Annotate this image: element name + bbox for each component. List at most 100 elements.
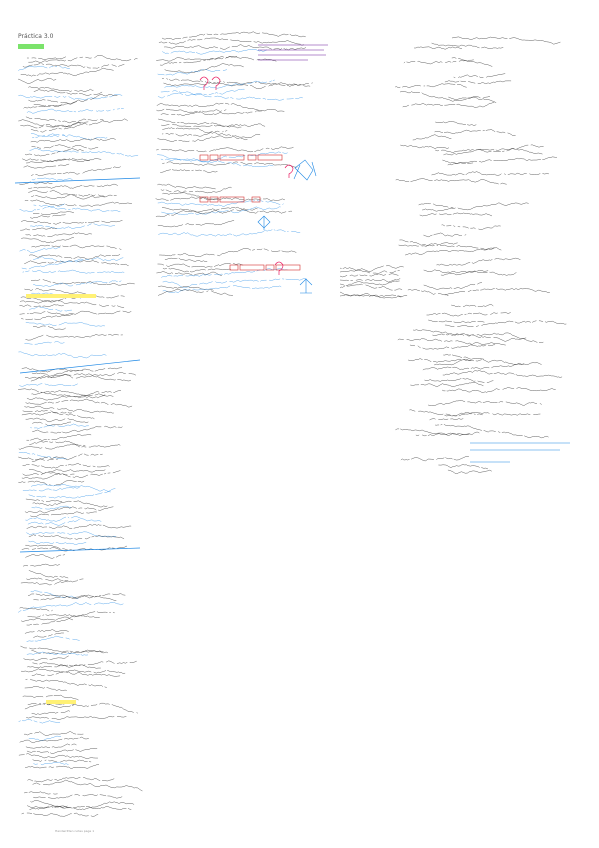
handwritten-line: [24, 373, 131, 382]
handwritten-line: [20, 645, 108, 654]
handwritten-line: [31, 453, 103, 462]
middle-column-notes: [155, 32, 408, 299]
handwritten-line: [21, 615, 100, 622]
handwritten-line: [157, 135, 248, 142]
handwritten-line: [413, 329, 527, 343]
handwritten-line: [422, 202, 529, 212]
handwritten-line: [33, 593, 126, 601]
handwritten-line: [428, 400, 542, 406]
handwritten-line: [429, 418, 464, 421]
handwritten-line: [339, 278, 401, 283]
handwritten-line: [22, 63, 125, 69]
handwritten-line: [405, 247, 495, 256]
handwritten-line: [431, 42, 504, 49]
handwritten-line: [25, 322, 105, 327]
handwritten-line: [26, 577, 84, 583]
handwritten-line: [29, 801, 135, 810]
handwritten-line: [25, 148, 84, 157]
handwritten-line: [442, 387, 556, 393]
handwritten-line: [21, 310, 132, 320]
handwritten-line: [447, 156, 557, 166]
handwritten-line: [444, 288, 550, 296]
handwritten-line: [18, 351, 107, 359]
handwritten-line: [339, 265, 404, 273]
handwritten-line: [28, 735, 62, 741]
handwritten-line: [21, 259, 84, 270]
handwritten-line: [32, 425, 123, 434]
handwritten-line: [164, 79, 275, 89]
handwritten-line: [22, 487, 80, 492]
handwritten-line: [30, 118, 128, 133]
handwritten-line: [20, 121, 89, 129]
handwritten-line: [18, 456, 58, 461]
handwritten-line: [28, 570, 69, 579]
handwritten-line: [161, 131, 261, 138]
handwritten-line: [32, 325, 66, 330]
handwritten-line: [24, 341, 65, 345]
handwritten-line: [161, 206, 281, 216]
handwritten-line: [32, 211, 75, 215]
handwritten-line: [403, 59, 474, 65]
handwritten-line: [31, 710, 70, 715]
handwritten-line: [408, 359, 472, 363]
handwritten-line: [26, 716, 127, 720]
handwritten-line: [32, 133, 108, 141]
handwritten-line: [20, 68, 114, 77]
handwritten-line: [18, 480, 85, 486]
handwritten-line: [33, 280, 122, 287]
molecule-sketch: [257, 215, 271, 230]
handwritten-line: [157, 263, 244, 268]
handwritten-line: [400, 456, 469, 462]
handwritten-line: [28, 488, 116, 499]
handwritten-line: [25, 764, 100, 769]
handwritten-line: [28, 534, 125, 540]
handwritten-line: [435, 121, 477, 126]
handwritten-line: [162, 161, 298, 168]
handwritten-line: [399, 239, 458, 247]
handwritten-line: [156, 56, 277, 62]
handwritten-line: [422, 362, 525, 371]
handwritten-line: [24, 260, 129, 266]
handwritten-line: [339, 267, 400, 274]
handwritten-line: [164, 257, 208, 262]
handwritten-line: [157, 288, 233, 296]
handwritten-line: [25, 554, 66, 559]
handwritten-line: [27, 660, 137, 669]
handwritten-line: [18, 602, 124, 613]
handwritten-line: [30, 483, 111, 493]
divider-line: [14, 177, 141, 184]
handwritten-line: [18, 66, 70, 71]
handwritten-line: [19, 311, 73, 316]
divider-line: [19, 359, 141, 374]
handwritten-line: [442, 370, 563, 378]
handwritten-line: [23, 270, 127, 273]
handwritten-line: [397, 338, 506, 346]
page-title: Práctica 3.0: [18, 33, 54, 40]
handwritten-line: [155, 206, 293, 217]
handwritten-line: [159, 248, 297, 257]
handwritten-line: [33, 761, 69, 766]
handwritten-line: [32, 500, 108, 508]
handwritten-line: [23, 104, 64, 109]
handwritten-line: [448, 96, 497, 103]
handwritten-line: [33, 632, 64, 638]
handwritten-line: [31, 505, 72, 510]
handwritten-line: [451, 304, 494, 308]
handwritten-line: [31, 370, 84, 377]
handwritten-line: [156, 109, 227, 112]
handwritten-line: [19, 304, 64, 308]
green-highlight: [18, 44, 44, 49]
handwritten-line: [435, 424, 549, 439]
handwritten-line: [162, 187, 232, 194]
handwritten-line: [26, 618, 74, 626]
handwritten-line: [23, 655, 69, 661]
handwritten-line: [23, 163, 70, 169]
handwritten-line: [163, 81, 313, 86]
orbital-diagram-3: [229, 264, 301, 271]
orbital-diagram-1: [199, 154, 283, 161]
handwritten-line: [30, 138, 116, 143]
handwritten-line: [26, 635, 80, 642]
handwritten-line: [426, 312, 511, 317]
